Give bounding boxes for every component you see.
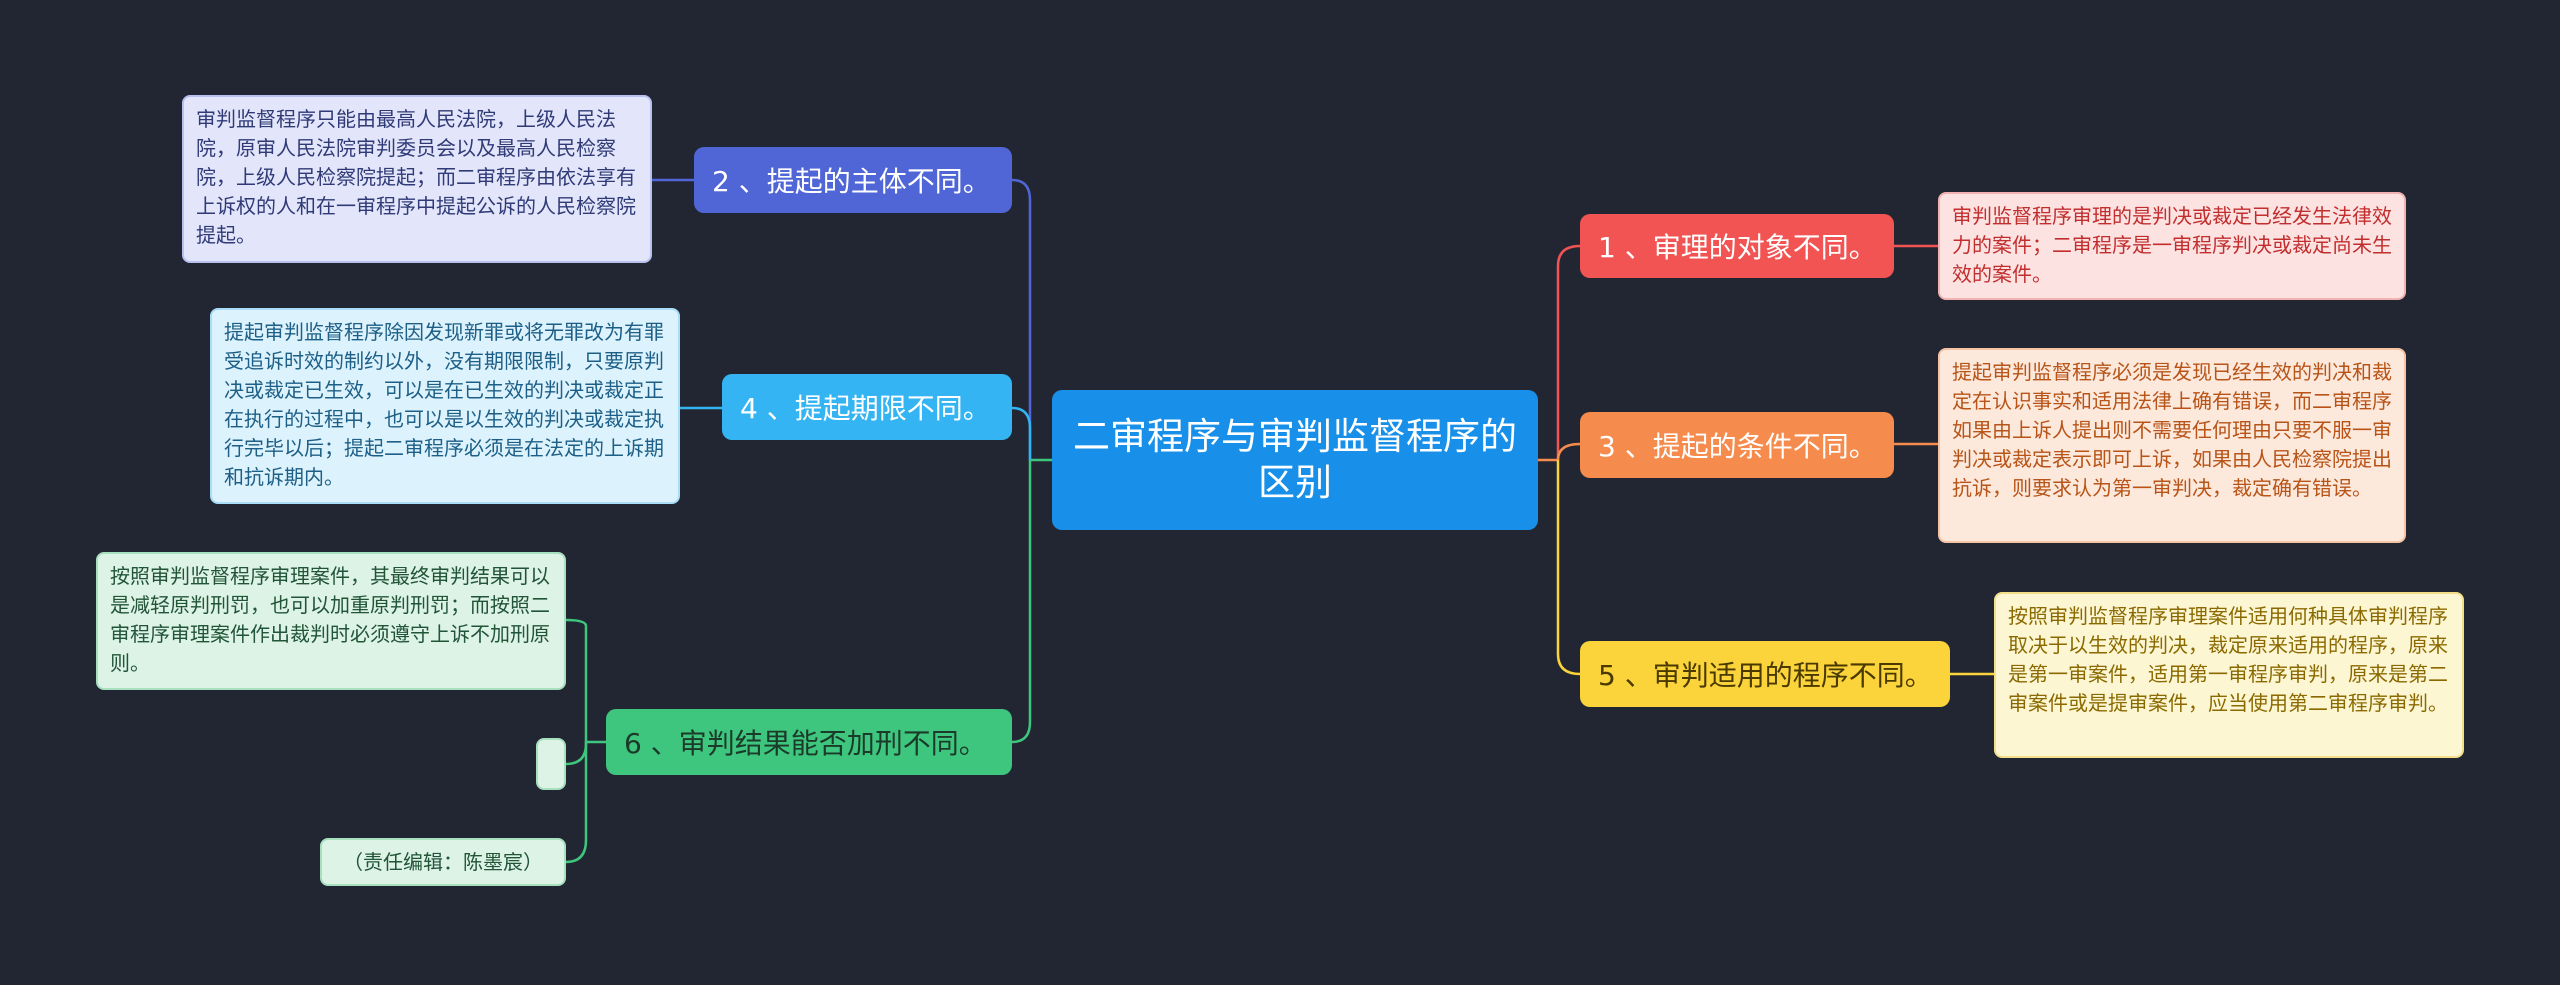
branch-3-title: 3 、提起的条件不同。: [1598, 430, 1877, 463]
editor-credit-text: （责任编辑：陈墨宸）: [343, 849, 543, 874]
branch-2-topic[interactable]: 2 、提起的主体不同。: [694, 147, 1012, 213]
root-topic[interactable]: 二审程序与审判监督程序的区别: [1052, 390, 1538, 530]
branch-6-note[interactable]: 按照审判监督程序审理案件，其最终审判结果可以是减轻原判刑罚，也可以加重原判刑罚；…: [96, 552, 566, 690]
branch-4-topic[interactable]: 4 、提起期限不同。: [722, 374, 1012, 440]
branch-5-note-text: 按照审判监督程序审理案件适用何种具体审判程序取决于以生效的判决，裁定原来适用的程…: [2008, 604, 2448, 715]
branch-6-title: 6 、审判结果能否加刑不同。: [624, 727, 987, 760]
branch-2-title: 2 、提起的主体不同。: [712, 165, 991, 198]
branch-1-note[interactable]: 审判监督程序审理的是判决或裁定已经发生法律效力的案件；二审程序是一审程序判决或裁…: [1938, 192, 2406, 300]
branch-2-note[interactable]: 审判监督程序只能由最高人民法院，上级人民法院，原审人民法院审判委员会以及最高人民…: [182, 95, 652, 263]
branch-4-title: 4 、提起期限不同。: [740, 392, 991, 425]
branch-6-note-text: 按照审判监督程序审理案件，其最终审判结果可以是减轻原判刑罚，也可以加重原判刑罚；…: [110, 564, 550, 675]
branch-1-note-text: 审判监督程序审理的是判决或裁定已经发生法律效力的案件；二审程序是一审程序判决或裁…: [1952, 204, 2392, 286]
branch-5-title: 5 、审判适用的程序不同。: [1598, 659, 1933, 692]
branch-2-note-text: 审判监督程序只能由最高人民法院，上级人民法院，原审人民法院审判委员会以及最高人民…: [196, 107, 636, 247]
branch-3-note-text: 提起审判监督程序必须是发现已经生效的判决和裁定在认识事实和适用法律上确有错误，而…: [1952, 360, 2392, 500]
branch-4-note[interactable]: 提起审判监督程序除因发现新罪或将无罪改为有罪受追诉时效的制约以外，没有期限限制，…: [210, 308, 680, 504]
branch-5-topic[interactable]: 5 、审判适用的程序不同。: [1580, 641, 1950, 707]
branch-6-topic[interactable]: 6 、审判结果能否加刑不同。: [606, 709, 1012, 775]
branch-1-topic[interactable]: 1 、审理的对象不同。: [1580, 214, 1894, 278]
branch-3-note[interactable]: 提起审判监督程序必须是发现已经生效的判决和裁定在认识事实和适用法律上确有错误，而…: [1938, 348, 2406, 543]
branch-6-empty-node[interactable]: [536, 738, 566, 790]
branch-5-note[interactable]: 按照审判监督程序审理案件适用何种具体审判程序取决于以生效的判决，裁定原来适用的程…: [1994, 592, 2464, 758]
editor-credit-node[interactable]: （责任编辑：陈墨宸）: [320, 838, 566, 886]
branch-1-title: 1 、审理的对象不同。: [1598, 231, 1877, 264]
root-title: 二审程序与审判监督程序的区别: [1073, 415, 1517, 504]
branch-3-topic[interactable]: 3 、提起的条件不同。: [1580, 412, 1894, 478]
branch-4-note-text: 提起审判监督程序除因发现新罪或将无罪改为有罪受追诉时效的制约以外，没有期限限制，…: [224, 320, 664, 489]
